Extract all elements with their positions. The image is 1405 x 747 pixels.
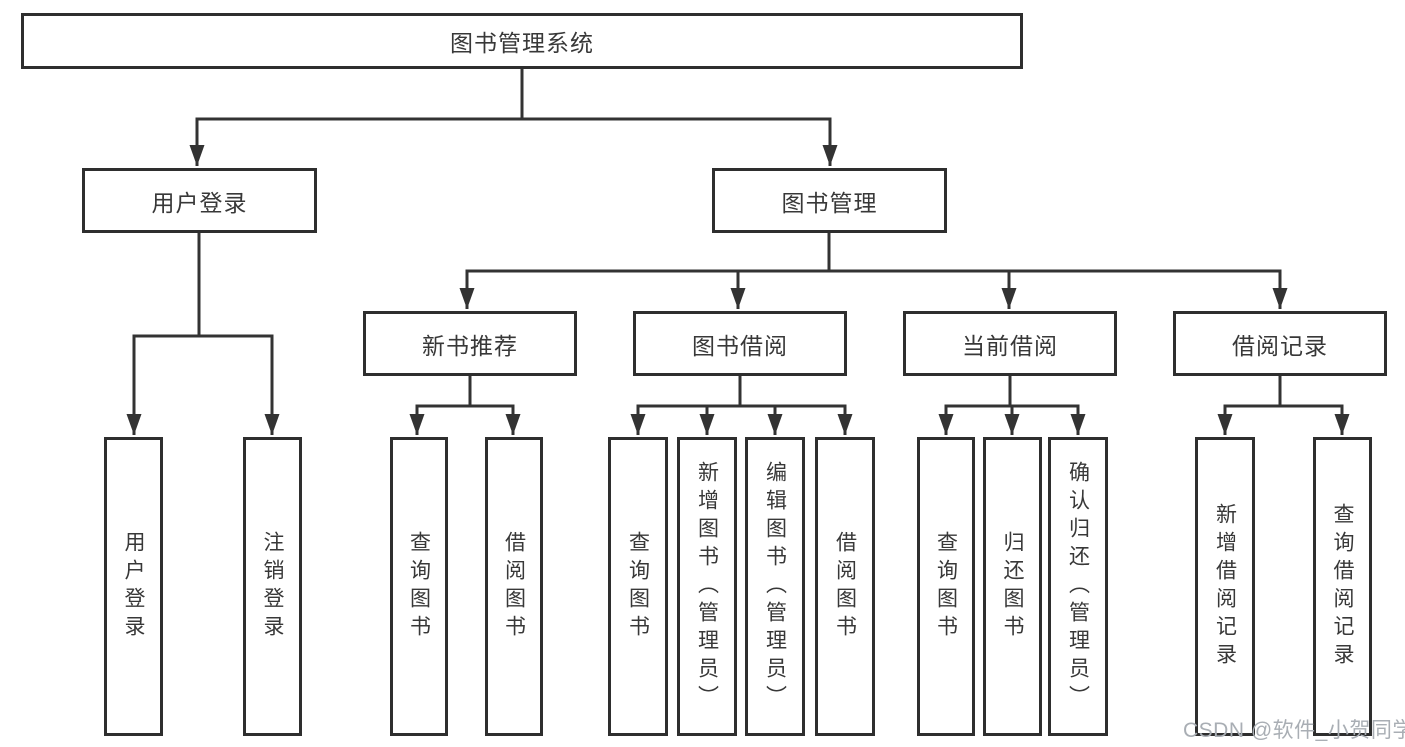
connector-root-to-level2 xyxy=(189,69,838,166)
node-borrowing-records: 借阅记录 xyxy=(1173,311,1387,376)
leaf-add-borrow-record: 新增借阅记录 xyxy=(1195,437,1255,736)
leaf-query-books-borrow: 查询图书 xyxy=(608,437,668,736)
node-book-borrowing: 图书借阅 xyxy=(633,311,847,376)
leaf-query-books-recommend: 查询图书 xyxy=(390,437,448,736)
node-book-management: 图书管理 xyxy=(712,168,947,233)
leaf-confirm-return-admin: 确认归还（管理员） xyxy=(1048,437,1108,736)
connector-borrow-records-to-leaves xyxy=(1217,376,1350,435)
leaf-query-borrow-record: 查询借阅记录 xyxy=(1313,437,1372,736)
node-library-management-system: 图书管理系统 xyxy=(21,13,1023,69)
leaf-return-books: 归还图书 xyxy=(983,437,1042,736)
connector-current-borrow-to-leaves xyxy=(938,376,1086,435)
node-user-login: 用户登录 xyxy=(82,168,317,233)
leaf-edit-book-admin: 编辑图书（管理员） xyxy=(745,437,805,736)
leaf-query-books-current: 查询图书 xyxy=(917,437,975,736)
watermark-csdn: CSDN @软件_小贺同学 xyxy=(1183,719,1405,742)
leaf-borrow-books: 借阅图书 xyxy=(815,437,875,736)
node-new-book-recommendation: 新书推荐 xyxy=(363,311,577,376)
connector-book-management-to-level3 xyxy=(459,233,1288,309)
leaf-logout: 注销登录 xyxy=(243,437,302,736)
leaf-borrow-books-recommend: 借阅图书 xyxy=(485,437,543,736)
leaf-user-login: 用户登录 xyxy=(104,437,163,736)
connector-new-book-to-leaves xyxy=(409,376,521,435)
node-current-borrowing: 当前借阅 xyxy=(903,311,1117,376)
connector-user-login-to-leaves xyxy=(126,233,280,435)
connector-book-borrow-to-leaves xyxy=(630,376,853,435)
leaf-add-book-admin: 新增图书（管理员） xyxy=(677,437,737,736)
